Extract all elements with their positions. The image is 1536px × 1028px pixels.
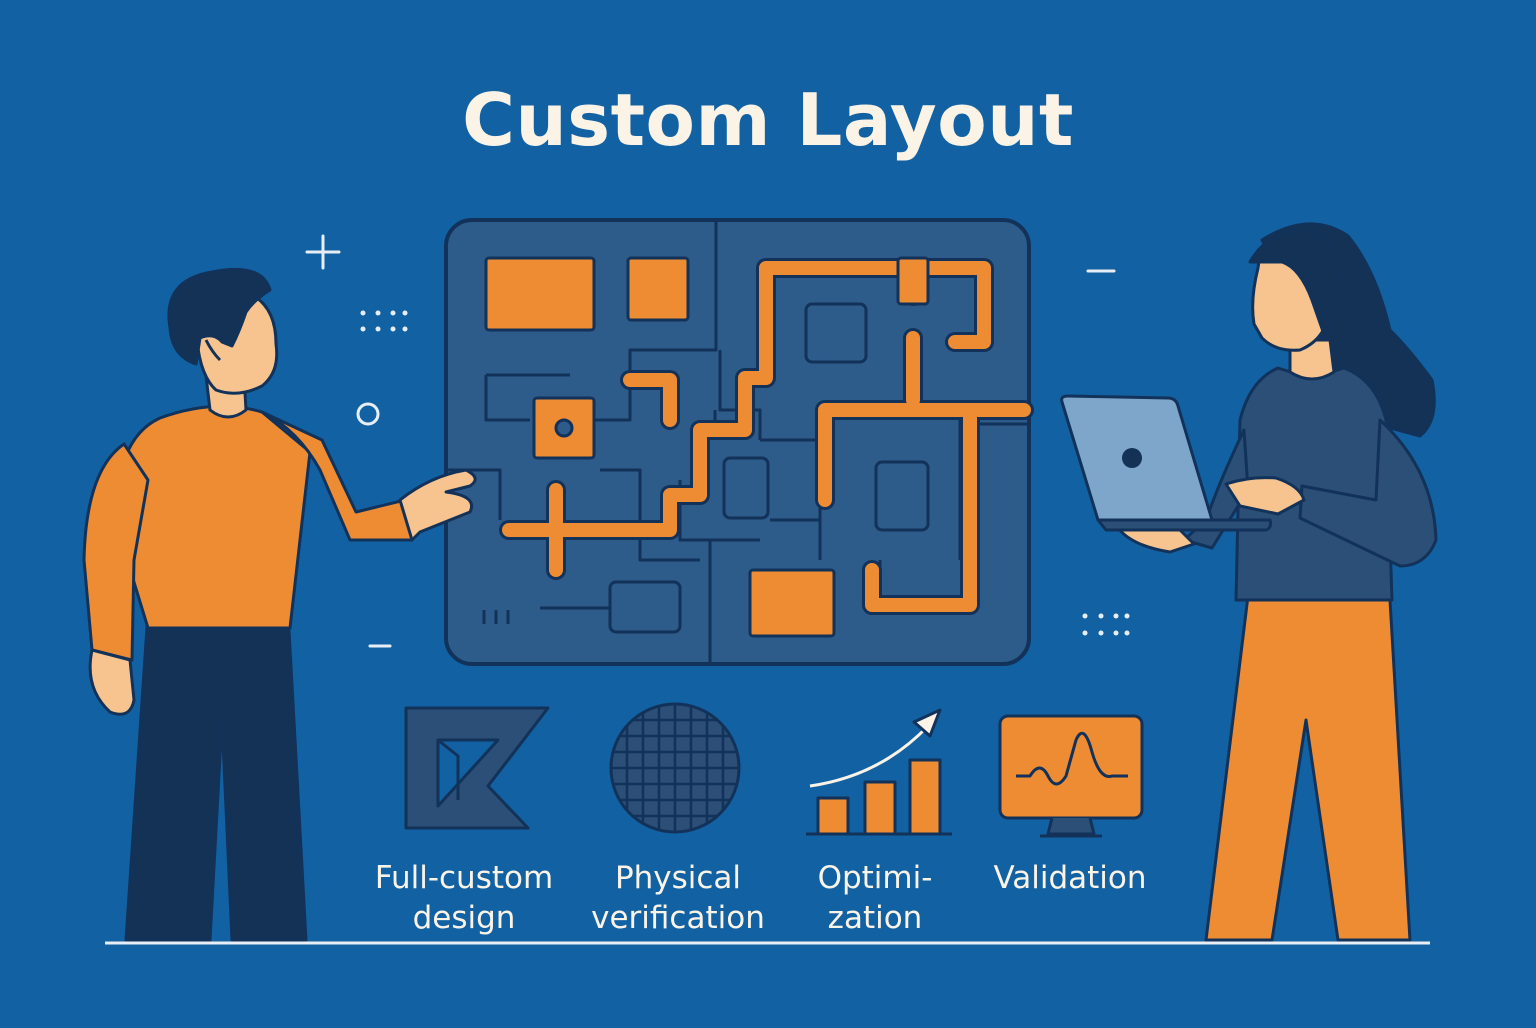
- feature-label-line: Validation: [993, 860, 1147, 896]
- wafer-icon: [609, 702, 741, 834]
- feature-label-physical-verification: Physical verification: [572, 858, 784, 938]
- woman-figure: [1116, 222, 1438, 942]
- feature-label-line: Full-custom: [374, 860, 554, 896]
- dot-grid-right: [1082, 613, 1130, 636]
- feature-label-validation: Validation: [975, 858, 1165, 898]
- feature-label-line: verification: [591, 900, 765, 936]
- feature-label-line: zation: [827, 900, 923, 936]
- set-square-icon: [404, 706, 550, 830]
- feature-label-full-custom-design: Full-custom design: [354, 858, 574, 938]
- feature-label-line: Optimi-: [817, 860, 933, 896]
- dot-grid-left: [360, 310, 408, 332]
- bar-chart-growth-icon: [806, 708, 952, 836]
- feature-label-line: design: [412, 900, 516, 936]
- monitor-waveform-icon: [998, 714, 1144, 838]
- feature-label-line: Physical: [614, 860, 742, 896]
- feature-label-optimization: Optimi- zation: [790, 858, 960, 938]
- laptop: [1060, 394, 1272, 532]
- decorations: [305, 234, 1116, 648]
- page-title: Custom Layout: [462, 78, 1074, 162]
- man-figure: [82, 267, 477, 942]
- layout-board: [444, 218, 1034, 666]
